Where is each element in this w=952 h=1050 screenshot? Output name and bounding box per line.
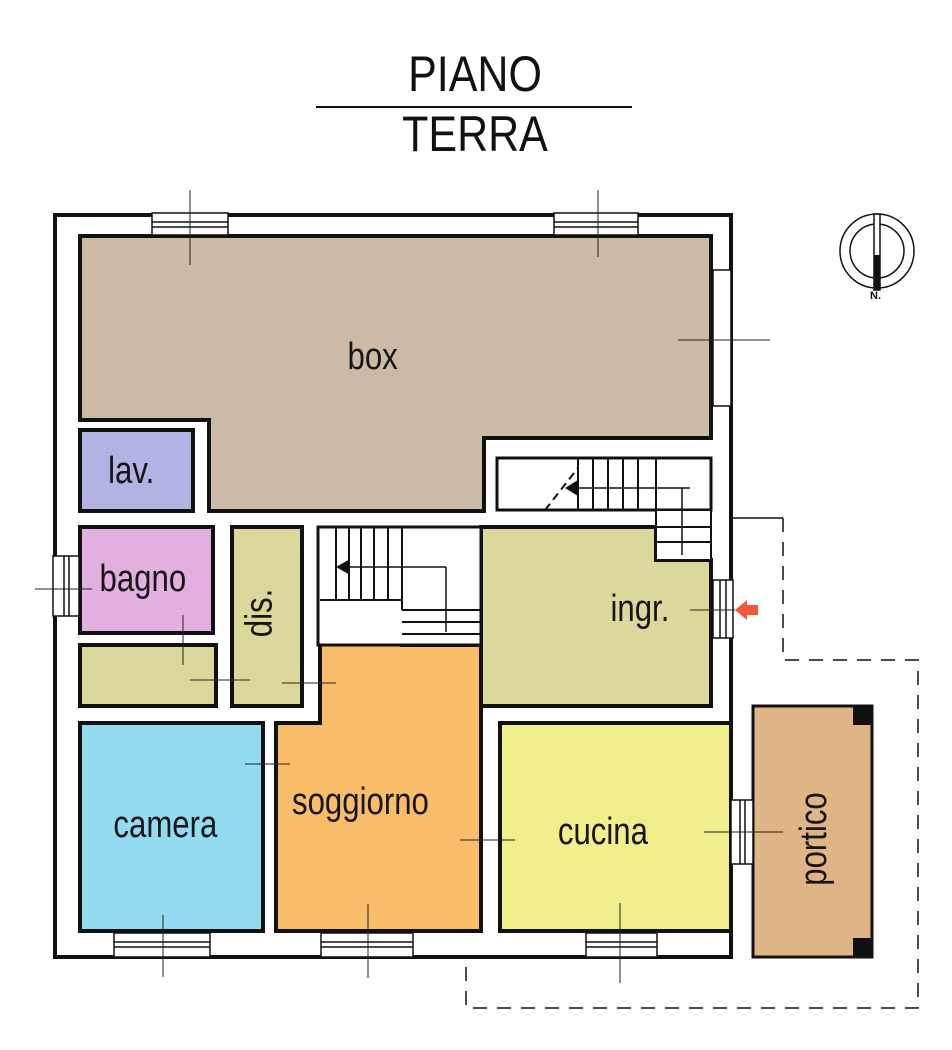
room-box bbox=[78, 234, 713, 513]
room-camera bbox=[78, 721, 265, 933]
stairwell-lower bbox=[316, 525, 483, 647]
room-storage bbox=[78, 643, 218, 708]
label-dis: dis. bbox=[238, 588, 281, 638]
label-ingr: ingr. bbox=[610, 588, 670, 630]
stair-direction-arrow-icon bbox=[336, 559, 350, 575]
room-cucina bbox=[498, 721, 733, 933]
stair-landing bbox=[655, 509, 712, 561]
property-boundary bbox=[465, 517, 919, 1009]
stairwell-upper bbox=[495, 456, 713, 512]
stair-steps-lower bbox=[320, 527, 481, 635]
label-bagno: bagno bbox=[99, 558, 187, 600]
label-portico: portico bbox=[793, 792, 836, 886]
portico-column bbox=[853, 938, 871, 956]
label-cucina: cucina bbox=[557, 811, 648, 853]
crosshair-marks bbox=[35, 190, 783, 983]
north-arrow-icon bbox=[839, 213, 915, 291]
label-box: box bbox=[347, 336, 398, 378]
stair-direction-arrow-icon bbox=[565, 480, 578, 496]
entrance-arrow-icon bbox=[735, 600, 758, 620]
label-camera: camera bbox=[113, 804, 218, 846]
room-dis bbox=[230, 525, 304, 708]
room-lav bbox=[78, 428, 195, 513]
title-underline bbox=[316, 106, 632, 108]
room-bagno bbox=[78, 525, 215, 635]
portico-column bbox=[853, 707, 871, 725]
label-lav: lav. bbox=[108, 450, 155, 492]
page-title: PIANO TERRA bbox=[402, 46, 548, 162]
north-label: N. bbox=[870, 290, 881, 302]
label-soggiorno: soggiorno bbox=[292, 781, 429, 823]
